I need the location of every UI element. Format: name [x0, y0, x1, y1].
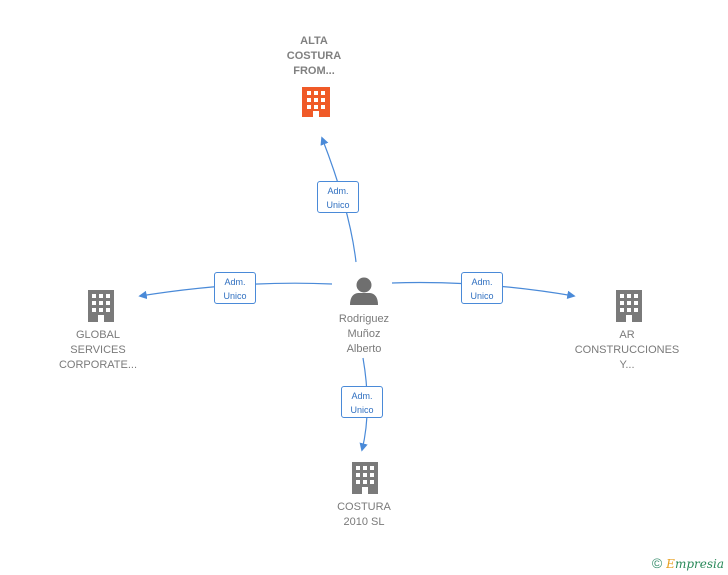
edge-label-line: Adm.: [471, 277, 493, 287]
edge-label-line: Unico: [350, 405, 374, 415]
label-line: AR: [619, 329, 635, 341]
label-line: COSTURA: [286, 50, 342, 62]
label-line: FROM...: [293, 65, 335, 77]
company-label-left[interactable]: GLOBAL SERVICES CORPORATE...: [48, 328, 148, 373]
label-line: Alberto: [346, 343, 382, 355]
building-icon-bottom[interactable]: [352, 462, 378, 494]
person-icon[interactable]: [350, 277, 378, 306]
edge-label-right: Adm. Unico: [461, 272, 503, 304]
label-line: Y...: [619, 359, 635, 371]
label-line: Muñoz: [347, 328, 381, 340]
footer-brand[interactable]: ©Empresia: [652, 555, 724, 571]
label-line: 2010 SL: [343, 516, 385, 528]
person-label[interactable]: Rodriguez Muñoz Alberto: [322, 312, 406, 357]
edge-label-line: Adm.: [351, 391, 373, 401]
building-icon-right[interactable]: [616, 290, 642, 322]
company-label-right[interactable]: AR CONSTRUCCIONES Y...: [567, 328, 687, 373]
label-line: COSTURA: [337, 501, 391, 513]
label-line: ALTA: [300, 35, 328, 47]
company-label-bottom[interactable]: COSTURA 2010 SL: [322, 500, 406, 530]
edge-label-left: Adm. Unico: [214, 272, 256, 304]
edge-label-line: Unico: [326, 200, 350, 210]
building-icon-top[interactable]: [302, 87, 330, 117]
brand-logo: Empresia: [666, 557, 724, 571]
edge-label-top: Adm. Unico: [317, 181, 359, 213]
label-line: CONSTRUCCIONES: [574, 344, 680, 356]
label-line: SERVICES: [70, 344, 126, 356]
copyright-icon: ©: [651, 555, 663, 571]
label-line: GLOBAL: [75, 329, 121, 341]
edge-label-bottom: Adm. Unico: [341, 386, 383, 418]
brand-rest: mpresia: [674, 557, 724, 571]
edge-label-line: Unico: [223, 291, 247, 301]
building-icon-left[interactable]: [88, 290, 114, 322]
edge-label-line: Adm.: [224, 277, 246, 287]
company-label-top[interactable]: ALTA COSTURA FROM...: [272, 34, 356, 79]
label-line: Rodriguez: [338, 313, 390, 325]
edge-label-line: Unico: [470, 291, 494, 301]
label-line: CORPORATE...: [58, 359, 138, 371]
brand-initial: E: [666, 557, 675, 571]
edge-label-line: Adm.: [327, 186, 349, 196]
